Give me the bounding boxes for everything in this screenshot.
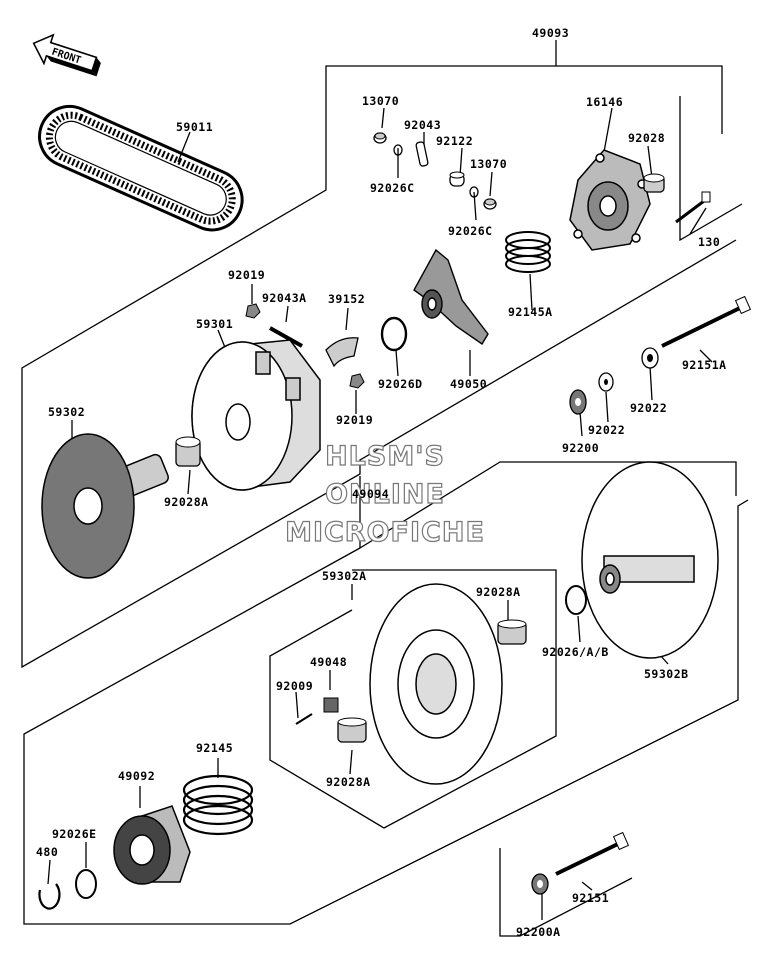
roller-92122-icon bbox=[449, 171, 465, 187]
slider-39152-icon bbox=[325, 337, 359, 368]
washer-92200-icon bbox=[569, 389, 587, 415]
part-label-59301[interactable]: 59301 bbox=[196, 317, 234, 331]
part-label-59302[interactable]: 59302 bbox=[48, 405, 86, 419]
part-label-92122[interactable]: 92122 bbox=[436, 134, 474, 148]
part-label-92145A[interactable]: 92145A bbox=[508, 305, 553, 319]
front-arrow-icon: FRONT bbox=[32, 33, 101, 77]
sheave-59302A-icon bbox=[369, 583, 503, 785]
part-label-92019-a[interactable]: 92019 bbox=[228, 268, 266, 282]
part-label-92043[interactable]: 92043 bbox=[404, 118, 442, 132]
ring-92026AB-icon bbox=[565, 585, 587, 615]
part-label-49092[interactable]: 49092 bbox=[118, 769, 156, 783]
sub-box-59302A bbox=[269, 569, 557, 829]
part-label-92151A[interactable]: 92151A bbox=[682, 358, 727, 372]
pin-92043A-icon bbox=[269, 326, 303, 348]
watermark-line-3: MICROFICHE bbox=[284, 517, 485, 548]
part-label-92026E[interactable]: 92026E bbox=[52, 827, 97, 841]
part-label-92028[interactable]: 92028 bbox=[628, 131, 666, 145]
washer-92022-icon bbox=[641, 347, 659, 369]
part-label-92026D[interactable]: 92026D bbox=[378, 377, 423, 391]
circlip-480-icon bbox=[38, 883, 61, 910]
part-label-92200[interactable]: 92200 bbox=[562, 441, 600, 455]
part-label-49048[interactable]: 49048 bbox=[310, 655, 348, 669]
drive-pulley-group-outline bbox=[21, 65, 737, 669]
collar-13070-b-icon bbox=[483, 198, 497, 210]
part-label-13070-b[interactable]: 13070 bbox=[470, 157, 508, 171]
bushing-92028-icon bbox=[643, 173, 665, 193]
cam-49092-icon bbox=[113, 805, 191, 885]
nut-92019-b-icon bbox=[349, 373, 365, 389]
screw-92009-icon bbox=[295, 713, 313, 725]
part-label-39152[interactable]: 39152 bbox=[328, 292, 366, 306]
part-label-92028A-b[interactable]: 92028A bbox=[476, 585, 521, 599]
slider-49048-icon bbox=[323, 697, 339, 713]
part-label-92026C-b[interactable]: 92026C bbox=[448, 224, 493, 238]
watermark-line-1: HLSM'S bbox=[324, 441, 445, 472]
washer-92022-b-icon bbox=[598, 372, 614, 392]
part-label-92200A[interactable]: 92200A bbox=[516, 925, 561, 939]
bolt-130-icon bbox=[675, 191, 711, 224]
part-label-13070-a[interactable]: 13070 bbox=[362, 94, 400, 108]
spring-92145-icon bbox=[182, 774, 254, 836]
part-label-59011[interactable]: 59011 bbox=[176, 120, 214, 134]
watermark-line-2: ONLINE bbox=[324, 479, 445, 510]
part-label-92145[interactable]: 92145 bbox=[196, 741, 234, 755]
part-label-92028A-a[interactable]: 92028A bbox=[164, 495, 209, 509]
driven-pulley-lower-outline bbox=[23, 499, 749, 925]
sub-box-16146 bbox=[679, 96, 743, 242]
movable-sheave-59301-icon bbox=[191, 339, 321, 491]
sub-box-92151 bbox=[499, 848, 633, 937]
bolt-92151A-icon bbox=[661, 295, 752, 348]
part-label-92022-a[interactable]: 92022 bbox=[630, 401, 668, 415]
collar-13070-icon bbox=[373, 132, 387, 144]
part-label-92009[interactable]: 92009 bbox=[276, 679, 314, 693]
driven-pulley-group-outline bbox=[359, 461, 737, 550]
drive-belt-icon bbox=[38, 104, 244, 232]
bushing-92028A-icon bbox=[175, 436, 201, 467]
part-label-92043A[interactable]: 92043A bbox=[262, 291, 307, 305]
part-label-49050[interactable]: 49050 bbox=[450, 377, 488, 391]
ring-92026D-icon bbox=[380, 316, 408, 352]
bushing-92028A-c-icon bbox=[337, 717, 367, 743]
part-label-92022-b[interactable]: 92022 bbox=[588, 423, 626, 437]
washer-92026C-icon bbox=[393, 144, 403, 156]
ring-92026E-icon bbox=[75, 869, 97, 899]
spring-92145A-icon bbox=[505, 231, 551, 273]
part-label-59302B[interactable]: 59302B bbox=[644, 667, 689, 681]
weight-arm-49050-icon bbox=[413, 248, 489, 346]
washer-92026C-b-icon bbox=[469, 186, 479, 198]
part-label-59302A[interactable]: 59302A bbox=[322, 569, 367, 583]
pin-92043-icon bbox=[415, 141, 429, 167]
part-label-92019-b[interactable]: 92019 bbox=[336, 413, 374, 427]
part-label-130[interactable]: 130 bbox=[698, 235, 721, 249]
driven-sheave-59302B-icon bbox=[581, 461, 719, 659]
cover-16146-icon bbox=[569, 149, 651, 251]
part-label-16146[interactable]: 16146 bbox=[586, 95, 624, 109]
bushing-92028A-b-icon bbox=[497, 619, 527, 645]
part-label-49094[interactable]: 49094 bbox=[352, 487, 390, 501]
nut-92019-icon bbox=[245, 303, 261, 319]
part-label-92028A-c[interactable]: 92028A bbox=[326, 775, 371, 789]
part-label-92026C-a[interactable]: 92026C bbox=[370, 181, 415, 195]
part-label-92151[interactable]: 92151 bbox=[572, 891, 610, 905]
fixed-sheave-59302-icon bbox=[41, 433, 169, 579]
bolt-92151-icon bbox=[555, 831, 630, 876]
washer-92200A-icon bbox=[531, 873, 549, 895]
part-label-480[interactable]: 480 bbox=[36, 845, 59, 859]
part-label-92026AB[interactable]: 92026/A/B bbox=[542, 645, 609, 659]
part-label-49093[interactable]: 49093 bbox=[532, 26, 570, 40]
